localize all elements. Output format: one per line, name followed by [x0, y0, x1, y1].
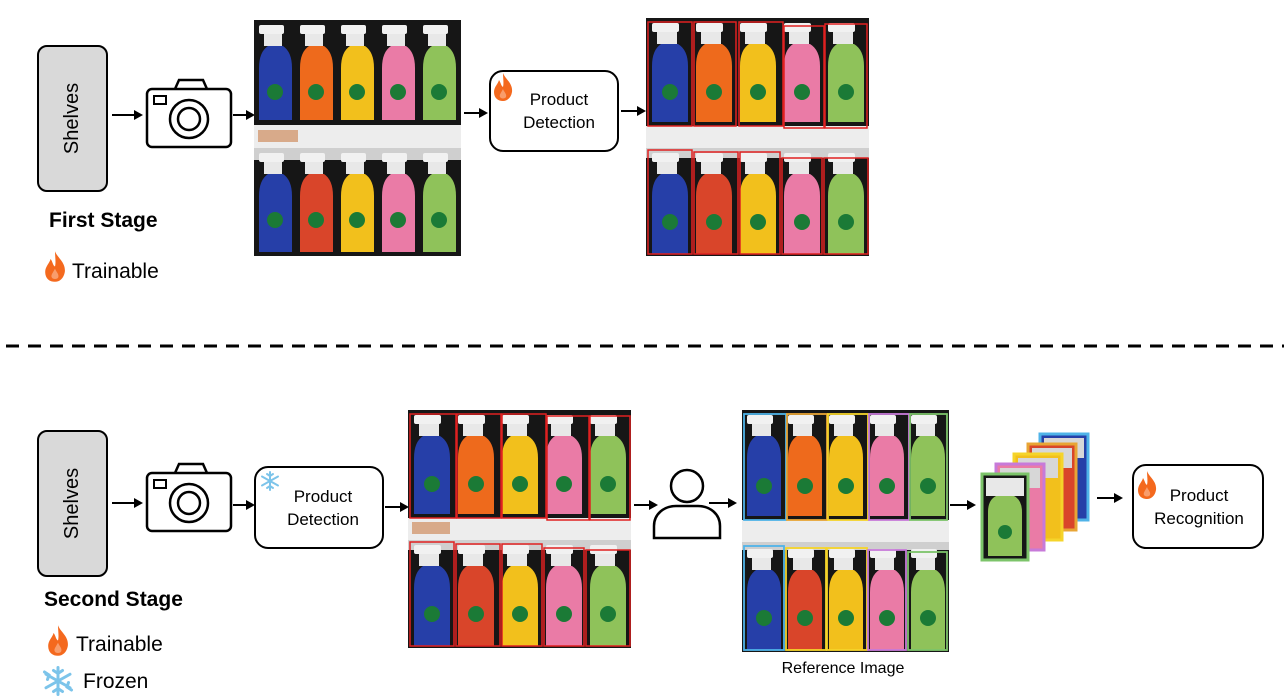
shelf-photo-detected-stage2 — [408, 410, 631, 648]
stage1-title: First Stage — [49, 209, 158, 232]
legend-trainable-label: Trainable — [72, 260, 159, 283]
recognition-label-line2: Recognition — [1154, 508, 1244, 528]
shelves-box-stage1: Shelves — [37, 45, 108, 192]
detection-label-line1: Product — [529, 90, 589, 109]
snowflake-icon — [261, 471, 279, 491]
reference-shelf-image — [742, 410, 949, 652]
legend-trainable-label: Trainable — [76, 633, 163, 656]
stage-separator — [6, 344, 1284, 348]
product-detection-box-stage2: Product Detection — [254, 466, 384, 549]
fire-icon — [494, 73, 513, 101]
product-detection-box-stage1: Product Detection — [489, 70, 619, 152]
detection-label-line1: Product — [293, 486, 353, 506]
arrow-user-to-reference — [709, 498, 737, 508]
arrow-detection-to-image — [385, 502, 409, 512]
shelves-box-stage2: Shelves — [37, 430, 108, 577]
product-recognition-box: Product Recognition — [1132, 464, 1264, 549]
arrow-shelves-to-camera — [112, 110, 143, 120]
arrow-image-to-detection — [464, 108, 488, 118]
fire-icon — [48, 625, 68, 656]
recognition-label-line1: Product — [1169, 485, 1229, 505]
arrow-camera-to-shelf-image — [233, 110, 255, 120]
detection-label-line2: Detection — [523, 113, 595, 132]
detection-label-line2: Detection — [287, 509, 359, 529]
user-icon — [652, 468, 722, 540]
arrow-detection-to-output — [621, 106, 646, 116]
shelf-photo-raw-stage1 — [254, 20, 461, 256]
arrow-image-to-user — [634, 500, 658, 510]
camera-icon — [145, 462, 233, 533]
fire-icon — [45, 251, 65, 282]
shelves-label: Shelves — [61, 82, 83, 155]
arrow-reference-to-crops — [950, 500, 976, 510]
reference-image-caption: Reference Image — [781, 660, 905, 677]
camera-icon — [145, 78, 233, 149]
legend-frozen-label: Frozen — [83, 670, 149, 693]
stage2-title: Second Stage — [44, 588, 183, 611]
shelf-photo-detected-stage1 — [646, 18, 869, 256]
cropped-products-stack — [980, 432, 1090, 562]
arrow-shelves-to-camera — [112, 498, 143, 508]
arrow-crops-to-recognition — [1097, 493, 1123, 503]
shelves-label: Shelves — [61, 467, 83, 540]
arrow-camera-to-detection — [233, 500, 255, 510]
fire-icon — [1138, 471, 1157, 499]
snowflake-icon — [43, 666, 73, 696]
